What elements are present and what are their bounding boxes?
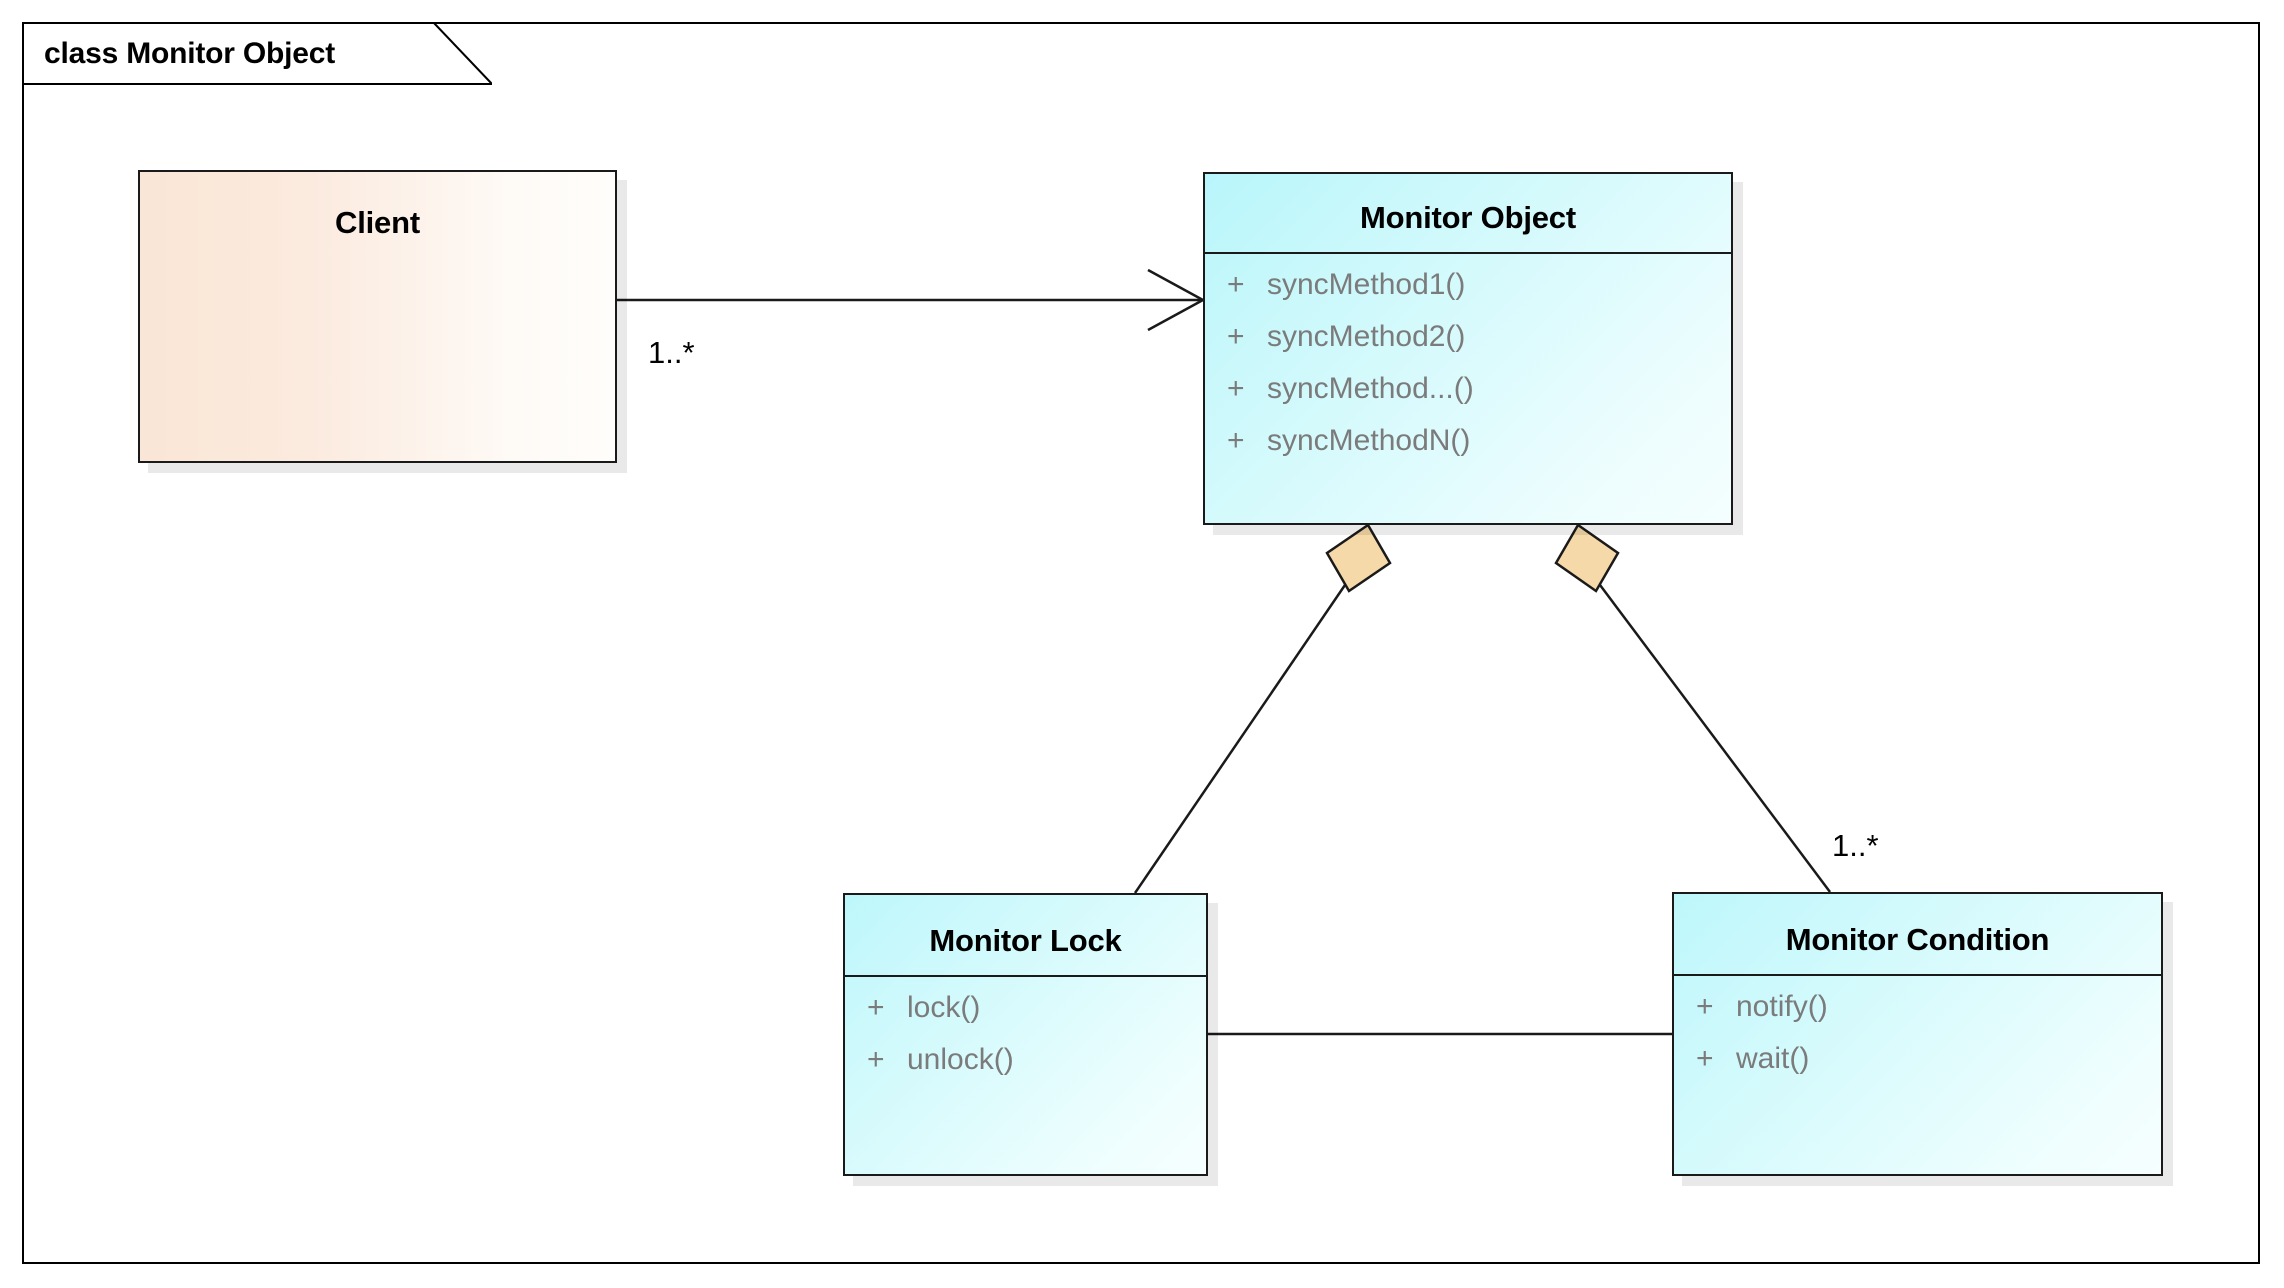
class-name-monitor-lock: Monitor Lock — [929, 923, 1122, 958]
class-box-monitor-lock[interactable]: Monitor Lock + lock() + unlock() — [843, 893, 1208, 1176]
compartment-divider — [1674, 974, 2161, 976]
class-box-monitor-object[interactable]: Monitor Object + syncMethod1() + syncMet… — [1203, 172, 1733, 525]
class-name-client: Client — [335, 204, 420, 240]
member-visibility: + — [1227, 372, 1245, 405]
member-visibility: + — [1227, 424, 1245, 457]
diagram-title-tab: class Monitor Object — [22, 22, 492, 86]
diagram-title-label: class Monitor Object — [44, 37, 336, 70]
member-signature: wait() — [1736, 1042, 1810, 1075]
member-signature: unlock() — [907, 1043, 1014, 1076]
class-name-monitor-condition: Monitor Condition — [1785, 922, 2050, 957]
member-visibility: + — [1227, 268, 1245, 301]
member-visibility: + — [1227, 320, 1245, 353]
member-visibility: + — [1696, 990, 1714, 1023]
class-name-monitor-object: Monitor Object — [1360, 200, 1576, 235]
member-signature: lock() — [907, 991, 981, 1024]
member-row: + syncMethod1() — [1205, 268, 1731, 320]
member-signature: notify() — [1736, 990, 1828, 1023]
member-signature: syncMethod2() — [1267, 320, 1466, 353]
member-row: + notify() — [1674, 990, 2161, 1042]
member-list-monitor-lock: + lock() + unlock() — [845, 977, 1206, 1095]
class-box-monitor-condition[interactable]: Monitor Condition + notify() + wait() — [1672, 892, 2163, 1176]
member-row: + lock() — [845, 991, 1206, 1043]
member-signature: syncMethod1() — [1267, 268, 1466, 301]
member-signature: syncMethodN() — [1267, 424, 1471, 457]
member-signature: syncMethod...() — [1267, 372, 1474, 405]
member-visibility: + — [1696, 1042, 1714, 1075]
compartment-divider — [845, 975, 1206, 977]
member-row: + syncMethod2() — [1205, 320, 1731, 372]
member-list-monitor-object: + syncMethod1() + syncMethod2() + syncMe… — [1205, 254, 1731, 476]
member-row: + syncMethodN() — [1205, 424, 1731, 476]
multiplicity-label-monitor-object-condition: 1..* — [1832, 828, 1879, 863]
member-visibility: + — [867, 1043, 885, 1076]
member-row: + syncMethod...() — [1205, 372, 1731, 424]
title-tab-shape — [22, 22, 492, 85]
member-visibility: + — [867, 991, 885, 1024]
compartment-divider — [1205, 252, 1731, 254]
member-row: + wait() — [1674, 1042, 2161, 1094]
member-row: + unlock() — [845, 1043, 1206, 1095]
member-list-monitor-condition: + notify() + wait() — [1674, 976, 2161, 1094]
class-box-client[interactable]: Client — [138, 170, 617, 463]
multiplicity-label-client-monitor-object: 1..* — [648, 335, 695, 370]
diagram-frame — [22, 22, 2260, 1264]
